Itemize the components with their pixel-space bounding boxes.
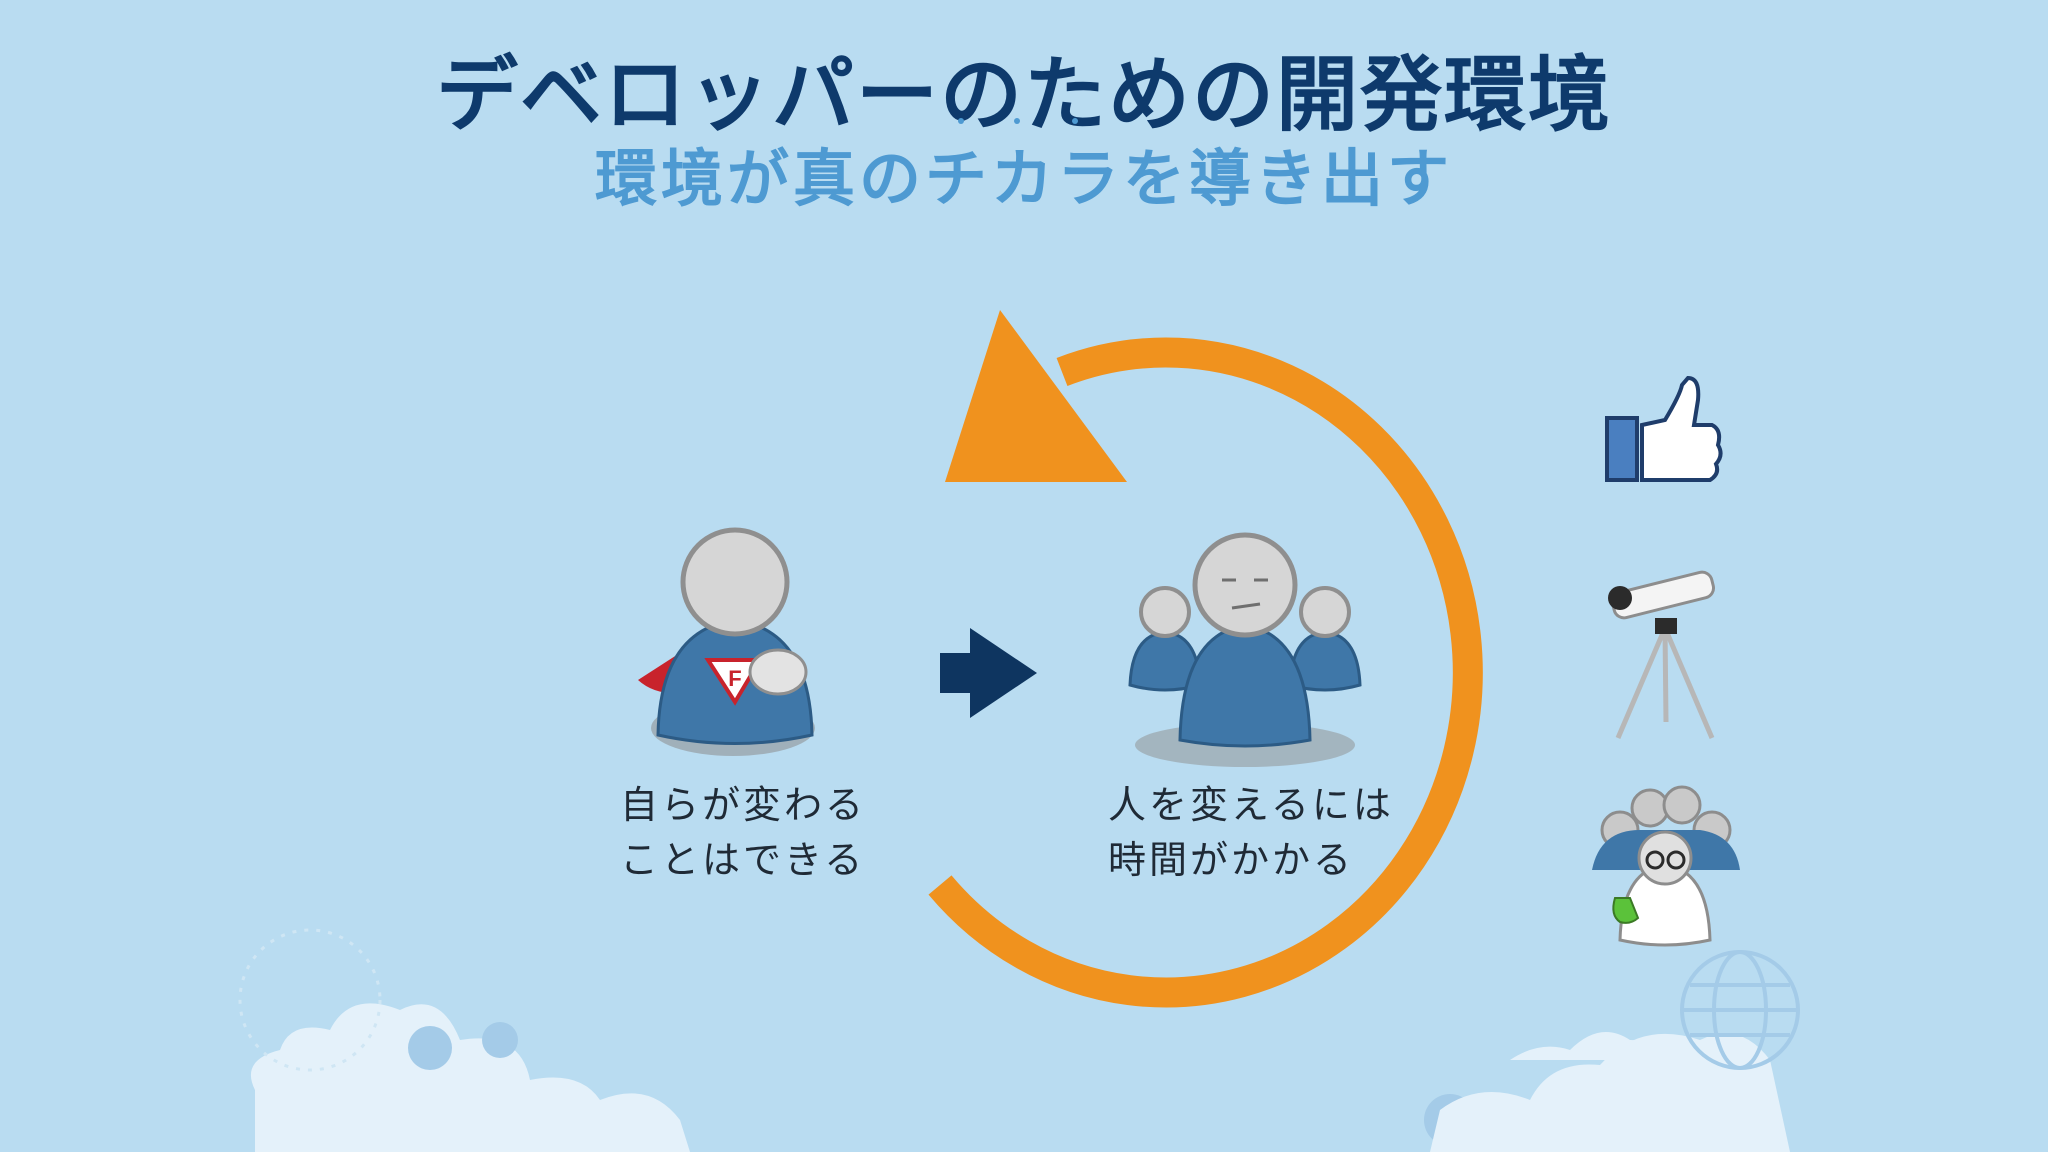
- thumbs-up-icon: [1605, 375, 1723, 482]
- left-caption: 自らが変わる ことはできる: [620, 778, 866, 888]
- right-caption: 人を変えるには 時間がかかる: [1108, 778, 1394, 888]
- right-arrow-icon: [940, 628, 1037, 718]
- slide-title: デベロッパーのための開発環境: [435, 48, 1612, 143]
- slide-subtitle: 環境が真のチカラを導き出す: [594, 142, 1453, 215]
- superhero-person-icon: F: [638, 527, 815, 756]
- scientist-team-icon: [1592, 785, 1740, 947]
- right-caption-line-2: 時間がかかる: [1108, 838, 1355, 882]
- cloud-decoration-left: [238, 928, 690, 1152]
- telescope-icon: [1608, 570, 1716, 739]
- left-caption-line-1: 自らが変わる: [620, 783, 867, 827]
- group-of-people-icon: [1128, 532, 1362, 767]
- cloud-decoration-right: [1430, 1032, 1790, 1152]
- svg-text:F: F: [728, 666, 741, 691]
- right-caption-line-1: 人を変えるには: [1108, 783, 1394, 827]
- left-caption-line-2: ことはできる: [620, 838, 866, 882]
- emphasis-dots: [952, 118, 1092, 128]
- circular-arrow-icon: [928, 310, 1483, 1008]
- globe-icon: [1680, 950, 1800, 1070]
